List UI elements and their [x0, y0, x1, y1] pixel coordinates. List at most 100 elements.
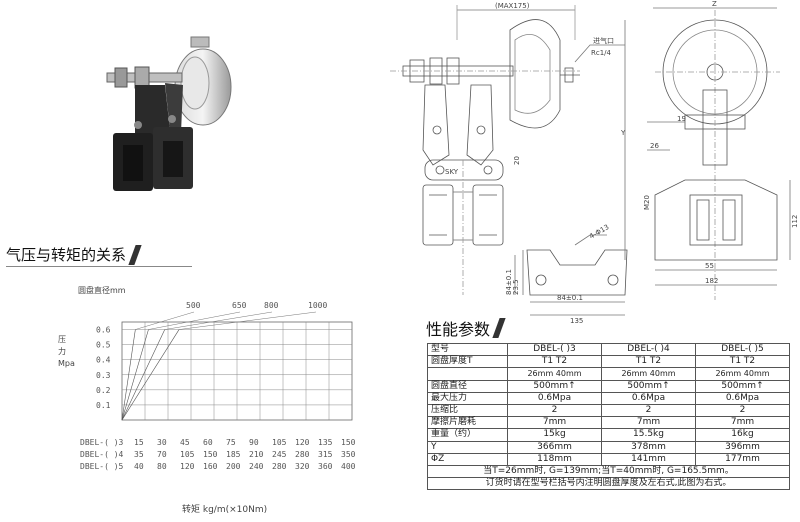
- y-axis-label: 压力 Mpa: [58, 335, 75, 368]
- y-label-part: 力: [58, 346, 66, 356]
- dim-26: 26: [650, 142, 659, 150]
- torque-value: 120: [295, 438, 310, 447]
- torque-value: 160: [203, 462, 218, 471]
- torque-value: 60: [203, 438, 213, 447]
- dim-84-horizontal: 84±0.1: [557, 294, 583, 302]
- dim-23-5: 23.5: [512, 279, 520, 295]
- torque-value: 150: [203, 450, 218, 459]
- cell-value: 0.6Mpa: [507, 391, 602, 405]
- row-label: 压缩比: [426, 403, 509, 418]
- torque-value: 105: [180, 450, 195, 459]
- dim-19: 19: [677, 115, 686, 123]
- row-label: 型号: [426, 342, 509, 357]
- dim-135: 135: [570, 317, 583, 325]
- y-tick: 0.5: [96, 341, 111, 350]
- dim-z: Z: [712, 0, 717, 8]
- dimension-drawing: (MAX175) 进气口 Rc1/4 SKY 20 23.5 84±0.1 84…: [390, 0, 799, 325]
- torque-value: 30: [157, 438, 167, 447]
- cell-value: 2: [694, 403, 791, 418]
- cell-value: 141mm: [601, 452, 696, 466]
- dim-max175: (MAX175): [495, 2, 530, 10]
- table-note: 当T=26mm时, G=139mm;当T=40mm时, G=165.5mm。: [427, 464, 790, 479]
- cell-value: T1 T2: [694, 355, 791, 369]
- dim-55: 55: [705, 262, 714, 270]
- section-heading-pressure-torque: 气压与转矩的关系: [6, 244, 192, 267]
- cell-value: 7mm: [694, 416, 791, 430]
- dim-112: 112: [791, 215, 799, 228]
- torque-value: 70: [157, 450, 167, 459]
- hole-label: 4-Φ13: [588, 223, 611, 241]
- torque-value: 150: [341, 438, 356, 447]
- heading-accent-bar: [492, 318, 506, 338]
- row-label: 重量（约）: [426, 428, 509, 442]
- table-note: 订货时请在型号栏括号内注明圆盘厚度及左右式,此图为右式。: [427, 477, 790, 491]
- torque-value: 240: [249, 462, 264, 471]
- cell-value: 378mm: [601, 440, 696, 454]
- torque-value: 80: [157, 462, 167, 471]
- row-label: 圆盘直径: [426, 379, 509, 393]
- x-axis-label: 转矩 kg/m(×10Nm): [182, 503, 267, 515]
- maker-mark: SKY: [445, 168, 459, 176]
- torque-value: 315: [318, 450, 333, 459]
- row-label: 最大压力: [426, 391, 509, 405]
- model-label: DBEL-( )5: [80, 462, 124, 471]
- row-label: 摩擦片磨耗: [426, 416, 509, 430]
- series-line: [121, 329, 136, 421]
- dim-84-vertical: 84±0.1: [505, 269, 513, 295]
- torque-value: 280: [295, 450, 310, 459]
- dim-y: Y: [620, 129, 626, 137]
- cell-value: 396mm: [694, 440, 791, 454]
- cell-value: T1 T2: [601, 355, 696, 369]
- torque-value: 185: [226, 450, 241, 459]
- y-label-part: 压: [58, 335, 66, 344]
- cell-value: 7mm: [507, 416, 602, 430]
- section-title: 气压与转矩的关系: [6, 244, 127, 265]
- torque-value: 400: [341, 462, 356, 471]
- dim-m20: M20: [643, 195, 651, 210]
- cell-value: 16kg: [694, 428, 791, 442]
- y-tick-labels: 0.10.20.30.40.50.6: [96, 326, 111, 410]
- heading-accent-bar: [128, 244, 142, 265]
- top-tick: 650: [232, 301, 247, 310]
- cell-value: 15.5kg: [601, 428, 696, 442]
- y-tick: 0.2: [96, 386, 111, 395]
- table-note-row: 当T=26mm时, G=139mm;当T=40mm时, G=165.5mm。: [427, 464, 790, 479]
- cell-value: 366mm: [507, 440, 602, 454]
- series-leader: [179, 311, 317, 330]
- cell-value: 0.6Mpa: [694, 391, 791, 405]
- cell-value: 500mm↑: [507, 379, 602, 393]
- model-label: DBEL-( )3: [80, 438, 124, 447]
- row-label: 圆盘厚度T: [426, 355, 509, 369]
- cell-value: 118mm: [507, 452, 602, 466]
- torque-value: 40: [134, 462, 144, 471]
- y-label-part: Mpa: [58, 359, 75, 368]
- cell-value: 26mm 40mm: [694, 367, 791, 381]
- series-lines: [121, 311, 317, 421]
- row-label: [426, 367, 509, 381]
- chart-grid: [121, 321, 353, 421]
- row-label: Y: [426, 440, 509, 454]
- cell-value: DBEL-( )3: [507, 342, 602, 357]
- top-axis-label: 圆盘直径mm: [78, 285, 126, 295]
- series-line: [121, 329, 149, 421]
- section-heading-params: 性能参数: [426, 316, 506, 340]
- cell-value: 177mm: [694, 452, 791, 466]
- top-tick: 800: [264, 301, 279, 310]
- product-photo: [106, 36, 232, 191]
- table-note-row: 订货时请在型号栏括号内注明圆盘厚度及左右式,此图为右式。: [427, 477, 790, 491]
- torque-value: 75: [226, 438, 236, 447]
- heading-underline: [6, 266, 192, 267]
- torque-value: 200: [226, 462, 241, 471]
- y-tick: 0.4: [96, 356, 111, 365]
- torque-value: 15: [134, 438, 144, 447]
- torque-value: 120: [180, 462, 195, 471]
